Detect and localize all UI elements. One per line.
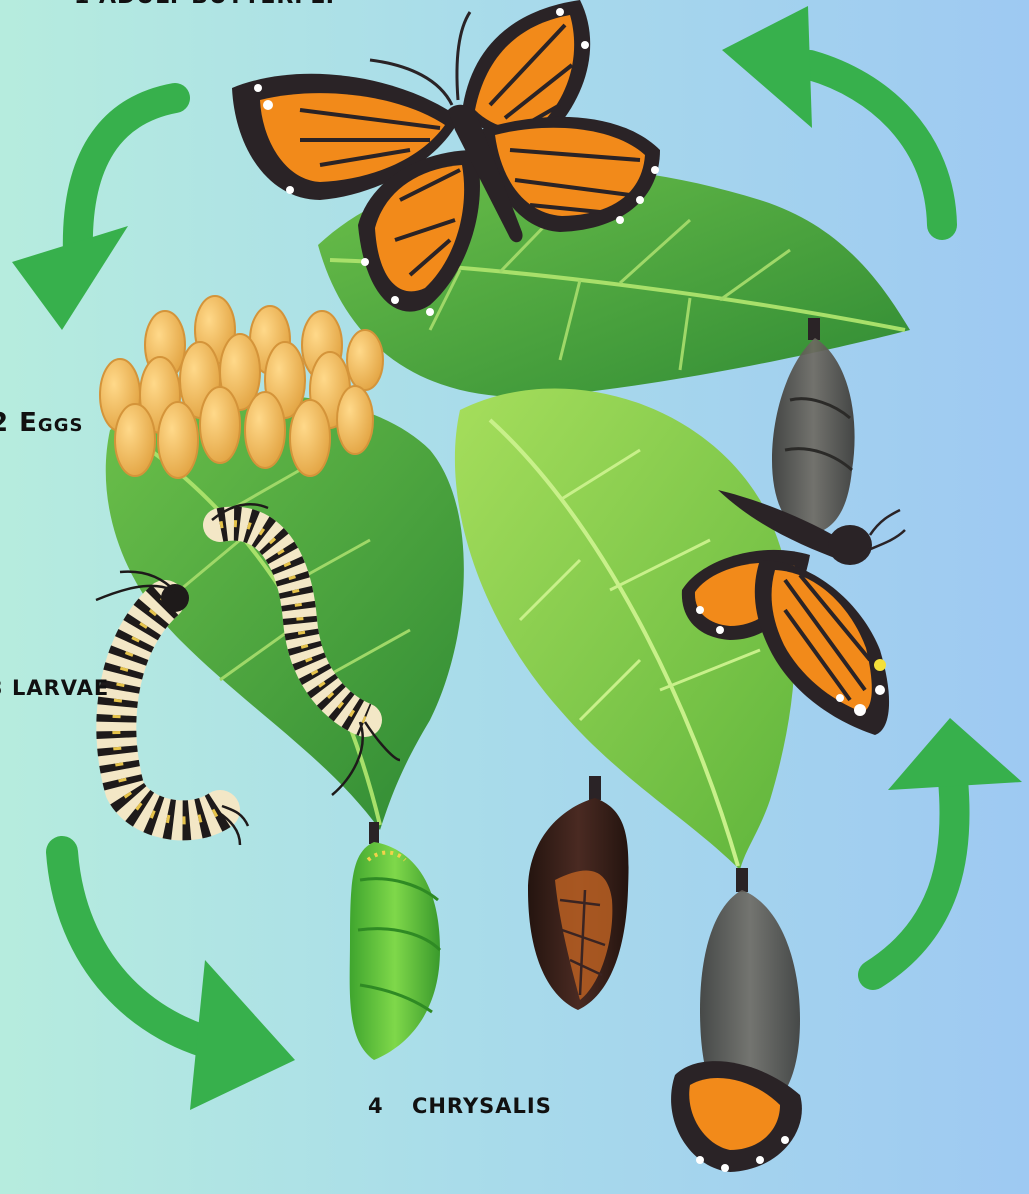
arrow-emerging-to-adult — [722, 6, 942, 225]
label-adult-butterfly: 1 ADULT BUTTERFLY — [74, 0, 339, 9]
label-larvae: 3 LARVAE — [0, 676, 109, 700]
label-eggs-number: 2 — [0, 408, 9, 438]
label-larvae-number: 3 — [0, 676, 4, 700]
chrysalis-dark — [528, 776, 629, 1010]
label-eggs-text: Eggs — [19, 408, 83, 438]
label-larvae-text: LARVAE — [12, 676, 109, 700]
label-eggs: 2 Eggs — [0, 408, 83, 438]
arrow-larvae-to-chrysalis — [62, 852, 295, 1110]
arrow-chrysalis-to-emerging — [873, 718, 1022, 975]
label-adult-number: 1 — [74, 0, 90, 9]
chrysalis-green — [350, 822, 440, 1060]
label-chrysalis: 4 CHRYSALIS — [368, 1094, 552, 1118]
label-chrysalis-number: 4 — [368, 1094, 384, 1118]
arrow-adult-to-eggs — [12, 98, 175, 330]
label-chrysalis-text: CHRYSALIS — [412, 1094, 552, 1118]
chrysalis-clear-lower — [671, 868, 802, 1172]
label-adult-text: ADULT BUTTERFLY — [99, 0, 339, 9]
